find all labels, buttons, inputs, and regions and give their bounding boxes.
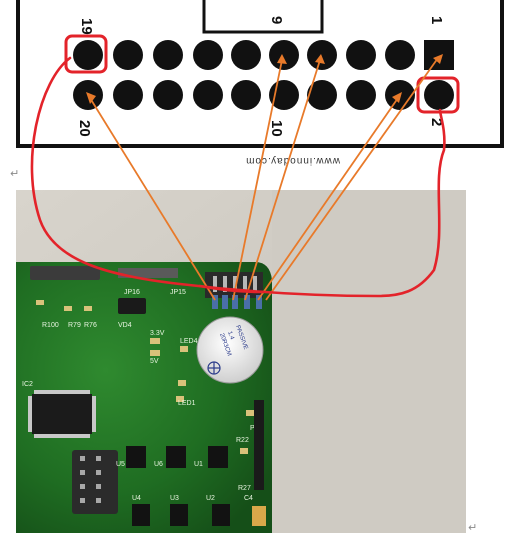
red-wire-branch (198, 284, 264, 294)
highlight-pin-19 (64, 34, 108, 74)
pin-row-bottom (73, 80, 454, 110)
pin-15 (153, 40, 183, 70)
pin-8 (307, 80, 337, 110)
smd-pads (36, 300, 254, 454)
ic2-chip: IC2 (22, 381, 96, 438)
return-mark-top: ↵ (10, 167, 19, 180)
header-pin-tips (213, 276, 257, 292)
buzzer-text-2: 1.4 (226, 331, 235, 342)
header-pinout-diagram: 19 9 1 20 10 2 (16, 0, 504, 166)
red-wire-pin-19 (30, 56, 446, 298)
silk-led4: LED4 (180, 338, 198, 345)
pin-6 (346, 80, 376, 110)
pin-label-10: 10 (268, 120, 285, 137)
silk-r27: R27 (238, 485, 251, 492)
silk-c4: C4 (244, 495, 253, 502)
pin-5 (346, 40, 376, 70)
return-mark-bottom: ↵ (468, 521, 477, 534)
arrow-pin-7 (244, 59, 321, 301)
pin-1-square (424, 40, 454, 70)
pin-9 (269, 40, 299, 70)
pin-row-top (73, 40, 454, 70)
arrow-pin-20 (89, 97, 216, 301)
chip-row-lower (132, 504, 230, 526)
photo-right-blur (272, 190, 466, 533)
silk-r100: R100 (42, 322, 59, 329)
silk-vd4: VD4 (118, 322, 132, 329)
arrow-pin-9 (232, 59, 283, 301)
silk-u6: U6 (154, 461, 163, 468)
silk-u3: U3 (170, 495, 179, 502)
silk-u1: U1 (194, 461, 203, 468)
highlight-pin-2 (416, 76, 460, 114)
pin-11 (231, 40, 261, 70)
silk-33v: 3.3V (150, 330, 165, 337)
pin-16 (153, 80, 183, 110)
pin-header-holes (80, 456, 101, 503)
pin-14 (193, 80, 223, 110)
pin-3 (385, 40, 415, 70)
pin-2 (424, 80, 454, 110)
connector-key-notch (202, 0, 324, 34)
pin-7 (307, 40, 337, 70)
arrow-pin-4 (257, 97, 399, 301)
right-header-strip (254, 400, 264, 490)
silk-r79: R79 (68, 322, 81, 329)
tantalum-capacitor (252, 506, 266, 526)
silk-r22: R22 (236, 437, 249, 444)
silk-jp16: JP16 (124, 289, 140, 296)
silk-u5: U5 (116, 461, 125, 468)
pin-19 (73, 40, 103, 70)
mirrored-url: www.innoday.com (245, 155, 341, 166)
vd4-component (118, 298, 146, 314)
silk-u2: U2 (206, 495, 215, 502)
pin-label-20: 20 (76, 120, 93, 137)
silk-5v: 5V (150, 358, 159, 365)
silk-r76: R76 (84, 322, 97, 329)
arrow-pin-1 (265, 57, 439, 301)
pin-header-block (72, 450, 118, 514)
header-blue-pins (212, 295, 262, 309)
pin-label-2: 2 (428, 118, 445, 126)
silk-jp15: JP15 (170, 289, 186, 296)
pin-label-1: 1 (428, 16, 445, 24)
silk-led1: LED1 (178, 400, 196, 407)
buzzer-ls1: PASSIVE 1.4 20R3CM (196, 316, 264, 384)
chip-row-upper (126, 446, 228, 468)
pin-label-19: 19 (78, 18, 95, 35)
silk-ic2: IC2 (22, 381, 33, 388)
silk-u4: U4 (132, 495, 141, 502)
pcb-photo: VD4 JP16 JP15 R100 R79 R76 3.3V 5V LED4 … (16, 190, 466, 533)
pin-12 (231, 80, 261, 110)
pin-17 (113, 40, 143, 70)
pin-13 (193, 40, 223, 70)
arrowheads (86, 54, 443, 104)
pin-label-9: 9 (268, 16, 285, 24)
pin-mapping-arrows (89, 57, 439, 301)
pin-18 (113, 80, 143, 110)
